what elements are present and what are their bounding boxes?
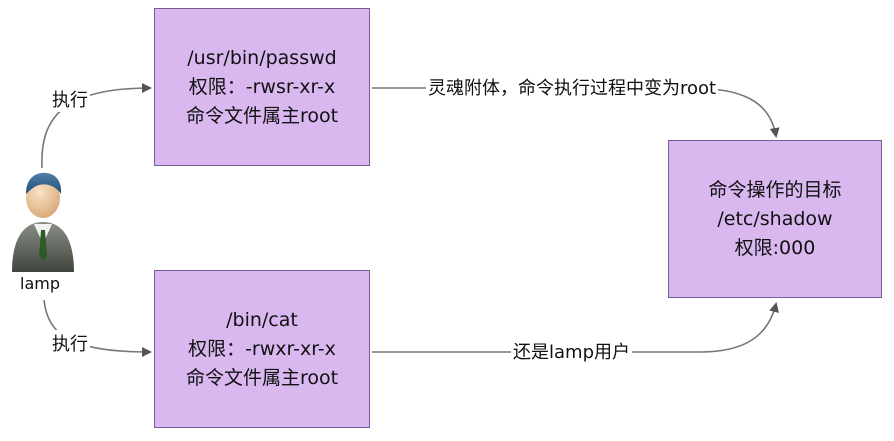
user-icon (12, 172, 74, 272)
edge-label-exec-bottom: 执行 (50, 330, 90, 356)
node-cat-permission: 权限：-rwxr-xr-x (188, 337, 336, 360)
node-target-path: /etc/shadow (717, 207, 833, 230)
user-label: lamp (20, 274, 60, 293)
node-cat-owner: 命令文件属主root (185, 366, 339, 389)
node-passwd-path: /usr/bin/passwd (187, 46, 337, 69)
node-target: 命令操作的目标 /etc/shadow 权限:000 (668, 140, 882, 298)
edge-label-cat-to-target: 还是lamp用户 (511, 338, 632, 364)
edge-cat-to-target (372, 302, 779, 353)
node-passwd-permission: 权限：-rwsr-xr-x (188, 75, 336, 98)
node-target-permission: 权限:000 (734, 236, 816, 259)
node-target-title: 命令操作的目标 (708, 178, 842, 201)
edge-label-exec-top: 执行 (50, 86, 90, 112)
edge-label-passwd-to-target: 灵魂附体，命令执行过程中变为root (426, 74, 719, 100)
node-passwd: /usr/bin/passwd 权限：-rwsr-xr-x 命令文件属主root (154, 8, 370, 166)
node-passwd-owner: 命令文件属主root (185, 104, 339, 127)
node-cat: /bin/cat 权限：-rwxr-xr-x 命令文件属主root (154, 270, 370, 428)
node-cat-path: /bin/cat (226, 308, 298, 331)
